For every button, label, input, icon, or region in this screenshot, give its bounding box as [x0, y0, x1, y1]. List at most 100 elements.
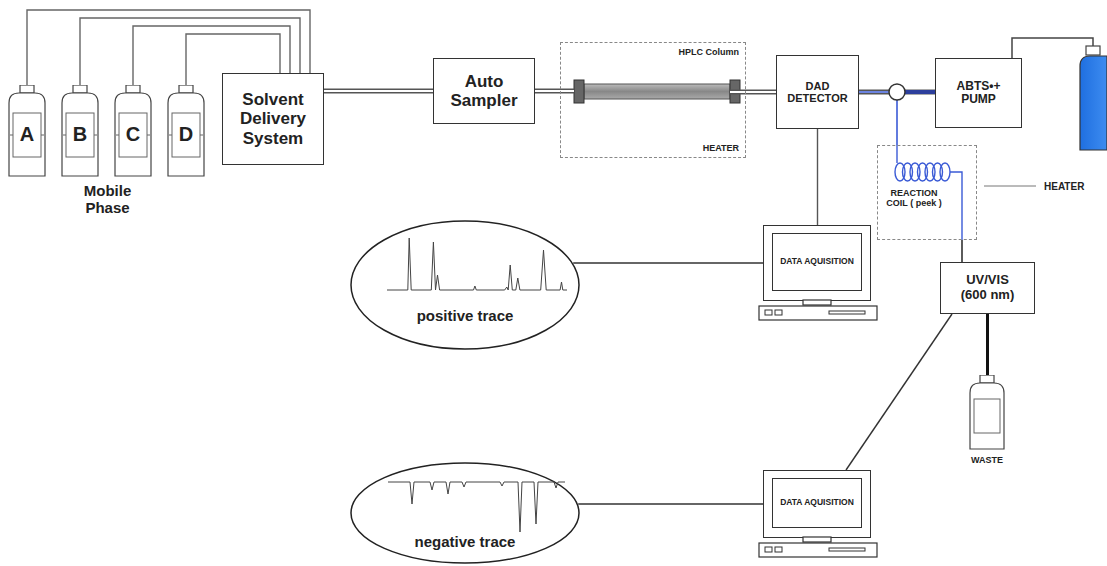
- solvent-delivery-box: Solvent Delivery System: [222, 73, 324, 165]
- solvent-bottle: D: [167, 85, 205, 177]
- reagent-line: [905, 90, 935, 94]
- waste-bottle: WASTE: [969, 375, 1005, 467]
- trace-bubble: negative trace: [350, 462, 580, 564]
- heater-leader: [984, 186, 1036, 187]
- pipe-inner: [730, 91, 776, 93]
- bottle-cap: [20, 85, 34, 93]
- bottle-cap: [73, 85, 87, 93]
- connector: [324, 91, 433, 92]
- detector-box: DAD DETECTOR: [776, 55, 859, 129]
- bottle-label: [974, 399, 1000, 433]
- bottle-letter: B: [61, 123, 99, 145]
- case-button: [775, 547, 782, 552]
- bottle-letter: A: [8, 123, 46, 145]
- data-computer: DATA AQUISITION: [763, 470, 871, 538]
- bottle-mark: [200, 135, 203, 136]
- region-title: HPLC Column: [679, 47, 740, 57]
- bottle-letter: D: [167, 123, 205, 145]
- bottle-cap: [980, 375, 994, 383]
- bottle-mark: [63, 135, 66, 136]
- region-caption: HEATER: [703, 143, 739, 153]
- mixing-tee: [889, 84, 905, 100]
- case-button: [775, 310, 782, 315]
- bubble-caption: positive trace: [350, 308, 580, 325]
- case-button: [765, 547, 772, 552]
- connector-line: [578, 503, 763, 504]
- column-heater-region: HPLC ColumnHEATER: [560, 42, 746, 158]
- coil-heater-region: REACTION COIL ( peek )HEATER: [877, 145, 977, 240]
- bottle-mark: [41, 135, 44, 136]
- node-label: Auto Sampler: [439, 72, 529, 110]
- bottle-caption: WASTE: [949, 455, 1025, 465]
- monitor-label: DATA AQUISITION: [780, 498, 854, 508]
- bottle-outline: [969, 375, 1005, 450]
- computer-base: [759, 537, 877, 563]
- drive-slot: [829, 548, 865, 551]
- connector: [535, 91, 574, 92]
- data-computer: DATA AQUISITION: [763, 225, 871, 301]
- connector: [846, 314, 952, 470]
- bubble-ellipse: [351, 463, 579, 563]
- trace-bubble: positive trace: [350, 220, 580, 350]
- autosampler-box: Auto Sampler: [433, 58, 535, 124]
- connector-line: [573, 262, 763, 263]
- uv-vis-detector: UV/VIS (600 nm): [940, 262, 1035, 314]
- pipe-outer: [730, 90, 776, 95]
- pump-box: ABTS•+ PUMP: [935, 58, 1022, 128]
- bottle-body: [115, 93, 151, 176]
- node-label: UV/VIS (600 nm): [952, 273, 1024, 302]
- computer-base: [759, 300, 877, 326]
- connector-line: [846, 314, 952, 470]
- monitor-screen: DATA AQUISITION: [772, 478, 862, 528]
- connector-line: [986, 314, 989, 377]
- bottle-mark: [10, 135, 13, 136]
- reagent-bottle: [1012, 38, 1107, 150]
- connector: [730, 92, 776, 93]
- pipe-inner: [535, 90, 574, 92]
- bottle-cap: [179, 85, 193, 93]
- computer-case: [759, 306, 877, 320]
- connector-line: [961, 240, 963, 262]
- bottle-body: [970, 383, 1004, 449]
- monitor-neck: [803, 300, 831, 305]
- hplc-column: [574, 80, 740, 103]
- drive-slot: [829, 311, 865, 314]
- connector-line: [817, 129, 818, 225]
- chromatogram-trace: [387, 238, 567, 290]
- bubble-outline: [350, 220, 580, 350]
- pipe-inner: [324, 90, 433, 92]
- node-label: ABTS•+ PUMP: [949, 80, 1009, 107]
- bottle-mark: [94, 135, 97, 136]
- solvent-bottle: B: [61, 85, 99, 177]
- pipe-outer: [535, 89, 574, 94]
- bubble-ellipse: [351, 221, 579, 349]
- heater-label: HEATER: [1044, 181, 1084, 192]
- node-label: DAD DETECTOR: [783, 80, 853, 105]
- connector: [817, 129, 818, 225]
- bottle-cap: [126, 85, 140, 93]
- connector: [573, 263, 763, 264]
- connector: [859, 92, 897, 145]
- solvent-bottle: A: [8, 85, 46, 177]
- monitor-label: DATA AQUISITION: [780, 257, 854, 267]
- monitor-neck: [803, 537, 831, 542]
- node-label: Solvent Delivery System: [228, 90, 318, 147]
- chromatogram-trace: [388, 482, 565, 532]
- bottle-body: [62, 93, 98, 176]
- bottle-letter: C: [114, 123, 152, 145]
- bubble-caption: negative trace: [350, 534, 580, 551]
- solvent-bottle: C: [114, 85, 152, 177]
- bottle-mark: [169, 135, 172, 136]
- caption-label: Mobile Phase: [70, 183, 145, 217]
- coil-label: REACTION COIL ( peek ): [882, 188, 946, 208]
- connector: [962, 240, 963, 262]
- bottle-body: [168, 93, 204, 176]
- connector-line: [859, 92, 897, 145]
- case-button: [765, 310, 772, 315]
- bottle-mark: [116, 135, 119, 136]
- pipe-outer: [324, 89, 433, 94]
- monitor-screen: DATA AQUISITION: [772, 233, 862, 291]
- bottle-body: [9, 93, 45, 176]
- connector: [578, 504, 763, 505]
